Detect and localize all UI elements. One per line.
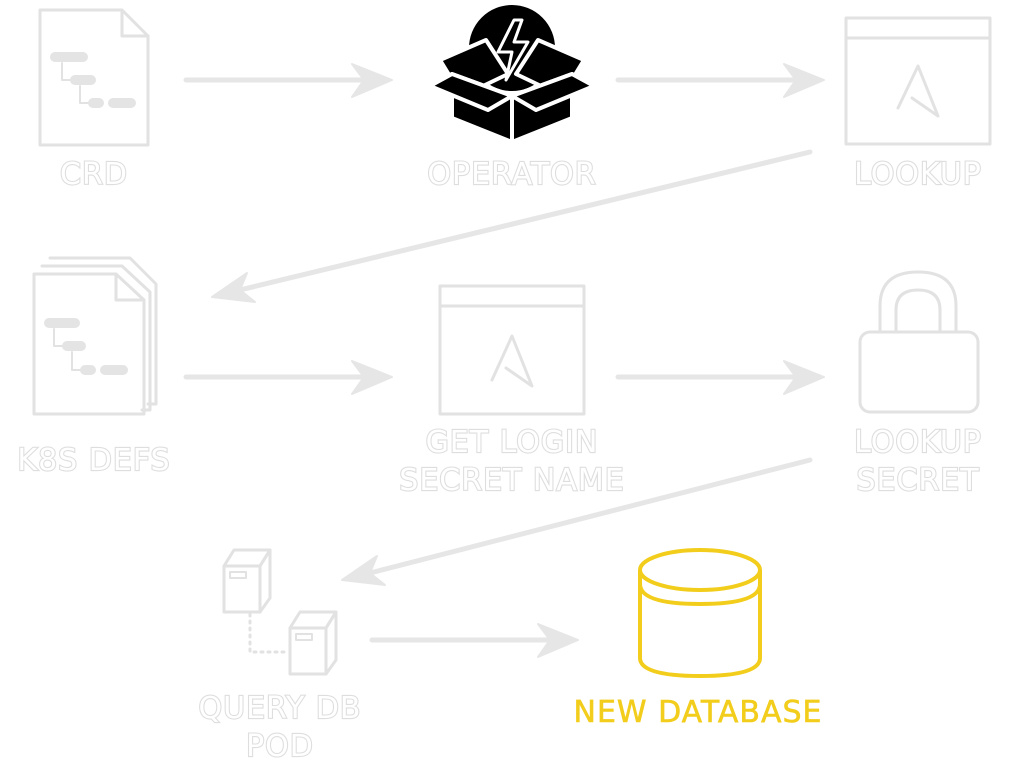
- padlock-icon: [858, 270, 980, 414]
- ansible-window-icon: [438, 284, 586, 416]
- arrow-query-db-to-new-database: [369, 623, 579, 658]
- get-login-label-line2: SECRET NAME: [399, 463, 624, 498]
- document-icon: [38, 8, 150, 147]
- lookup-label: LOOKUP: [854, 157, 982, 192]
- k8s-defs-label: K8S DEFS: [17, 443, 170, 478]
- arrow-operator-to-lookup: [615, 63, 825, 98]
- ansible-window-icon: [844, 16, 992, 146]
- arrow-lookup-to-k8s-defs: [211, 149, 813, 303]
- arrow-k8s-defs-to-get-login: [183, 360, 393, 395]
- database-icon: [638, 548, 762, 678]
- lookup-secret-label-line1: LOOKUP: [854, 425, 982, 460]
- query-db-label-line1: QUERY DB: [199, 691, 362, 726]
- stacked-documents-icon: [32, 256, 158, 416]
- get-login-label-line1: GET LOGIN: [426, 425, 599, 460]
- new-database-label: NEW DATABASE: [574, 695, 823, 730]
- arrow-crd-to-operator: [183, 63, 393, 98]
- servers-icon: [222, 548, 338, 676]
- arrow-lookup-secret-to-query-db: [341, 457, 813, 586]
- power-box-icon: [428, 1, 596, 144]
- arrow-get-login-to-lookup-secret: [615, 360, 825, 395]
- crd-label: CRD: [60, 157, 128, 192]
- query-db-label-line2: POD: [246, 729, 314, 763]
- lookup-secret-label-line2: SECRET: [856, 463, 979, 498]
- operator-label: OPERATOR: [427, 157, 596, 192]
